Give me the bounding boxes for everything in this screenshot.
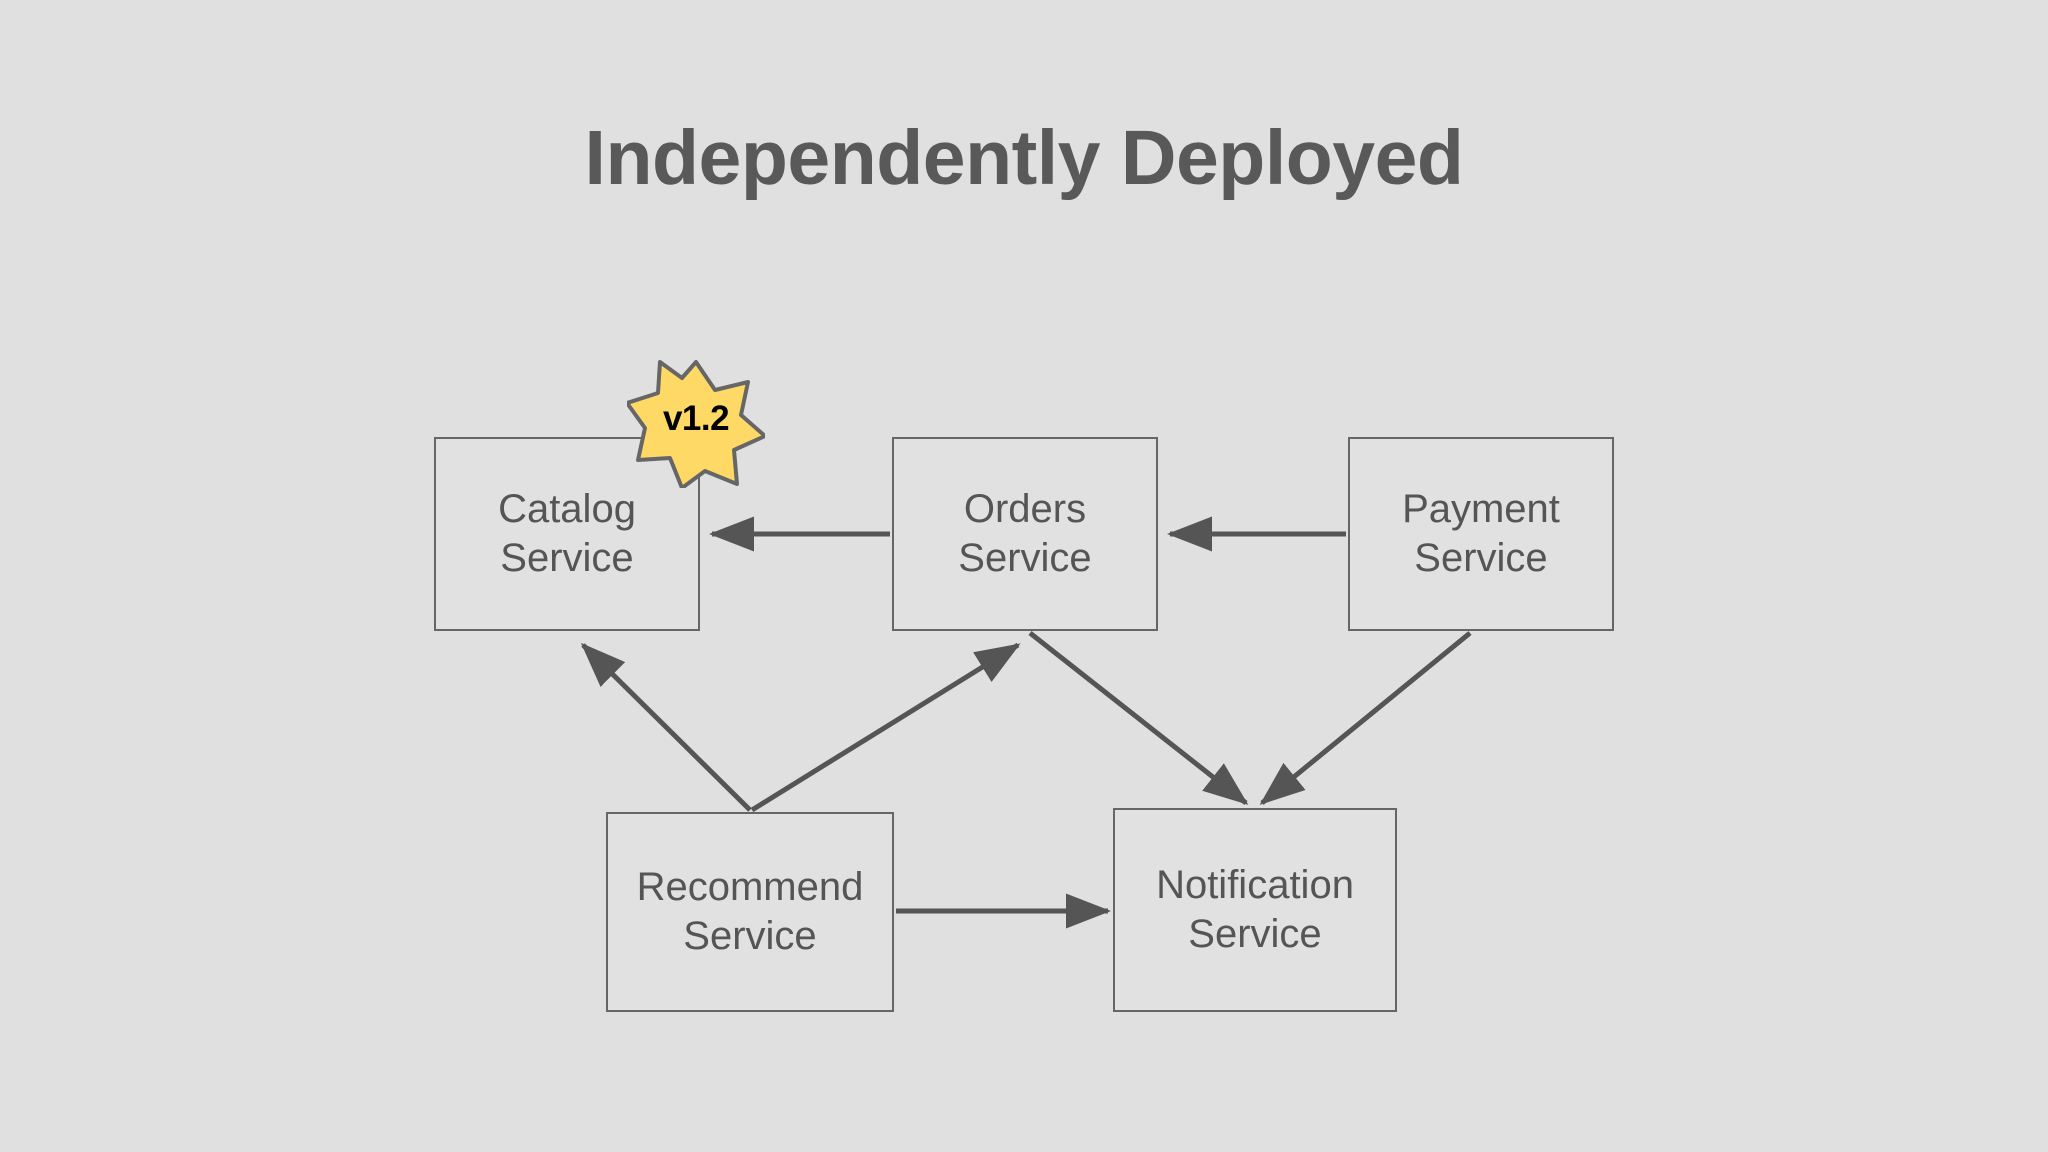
star-icon — [627, 360, 765, 488]
node-recommend-service-label: Recommend Service — [636, 865, 864, 958]
node-catalog-service[interactable]: Catalog Service — [434, 437, 700, 631]
node-catalog-service-label: Catalog Service — [498, 487, 636, 580]
node-orders-service[interactable]: Orders Service — [892, 437, 1158, 631]
edge-recommend-to-orders — [750, 642, 1021, 813]
node-recommend-service[interactable]: Recommend Service — [606, 812, 894, 1012]
node-payment-service-label: Payment Service — [1402, 487, 1560, 580]
node-payment-service[interactable]: Payment Service — [1348, 437, 1614, 631]
version-badge[interactable]: v1.2 — [627, 358, 765, 488]
node-notification-service[interactable]: Notification Service — [1113, 808, 1397, 1012]
node-orders-service-label: Orders Service — [958, 487, 1092, 580]
edge-orders-to-notification — [1028, 631, 1249, 805]
version-badge-label: v1.2 — [662, 399, 730, 438]
node-notification-service-label: Notification Service — [1156, 863, 1354, 956]
edge-payment-to-notification — [1259, 631, 1472, 805]
edge-recommend-to-catalog — [580, 642, 752, 812]
page-title: Independently Deployed — [584, 115, 1464, 201]
